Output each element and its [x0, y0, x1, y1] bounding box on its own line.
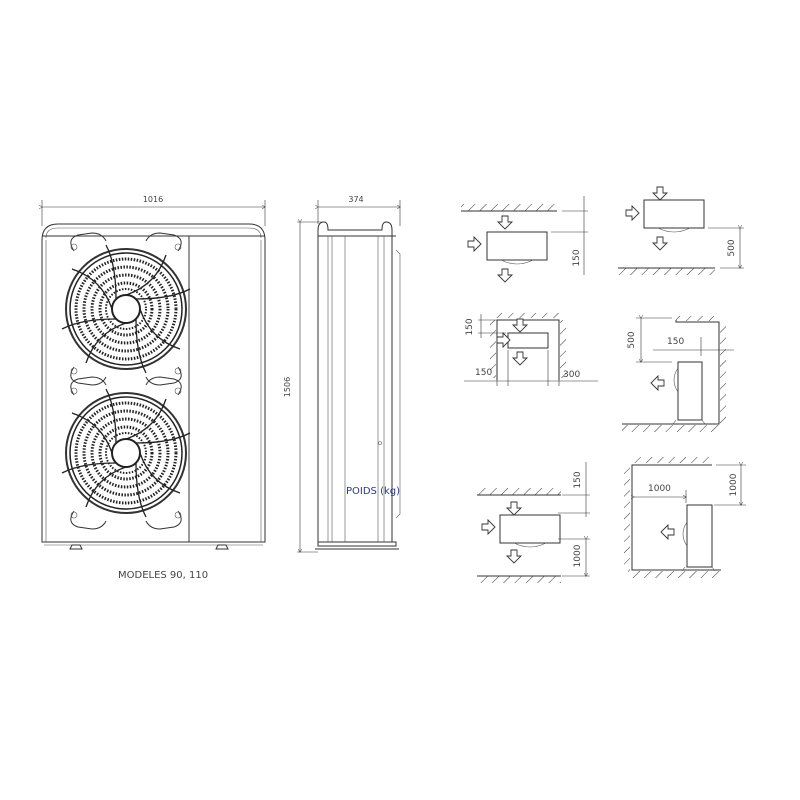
depth-dimension-label: 374 — [348, 195, 363, 204]
clearance-label: 1000 — [729, 473, 739, 496]
upper-fan — [60, 231, 192, 387]
clearance-label: 500 — [727, 239, 737, 256]
clearance-label: 300 — [563, 370, 580, 380]
front-view: 1016 MODELES 90, 110 — [42, 195, 265, 581]
clearance-label: 150 — [475, 368, 492, 378]
width-dimension-label: 1016 — [143, 195, 163, 204]
height-dimension-label: 1506 — [283, 377, 292, 397]
clearance-between-walls: 150 1000 — [477, 462, 590, 583]
clearance-recess: 150 150 300 — [464, 313, 598, 386]
clearance-label: 150 — [667, 337, 684, 347]
clearance-label: 150 — [465, 318, 475, 335]
clearance-corner: 1000 1000 — [624, 457, 746, 578]
clearance-label: 500 — [627, 331, 637, 348]
clearance-label: 1000 — [648, 484, 671, 494]
clearance-label: 1000 — [573, 544, 583, 567]
clearance-floor-below: 500 — [618, 186, 744, 275]
clearance-label: 150 — [572, 249, 582, 266]
lower-fan — [60, 375, 192, 531]
foot-left — [69, 544, 83, 550]
clearance-wall-above: 150 — [461, 196, 588, 283]
foot-right — [215, 544, 229, 550]
model-caption: MODELES 90, 110 — [118, 570, 208, 581]
clearance-wall-behind-side: 500 150 — [622, 316, 734, 432]
clearance-label: 150 — [573, 471, 583, 488]
weight-label: POIDS (kg) — [346, 486, 400, 497]
side-view: 374 1506 POIDS (kg) — [283, 195, 400, 552]
